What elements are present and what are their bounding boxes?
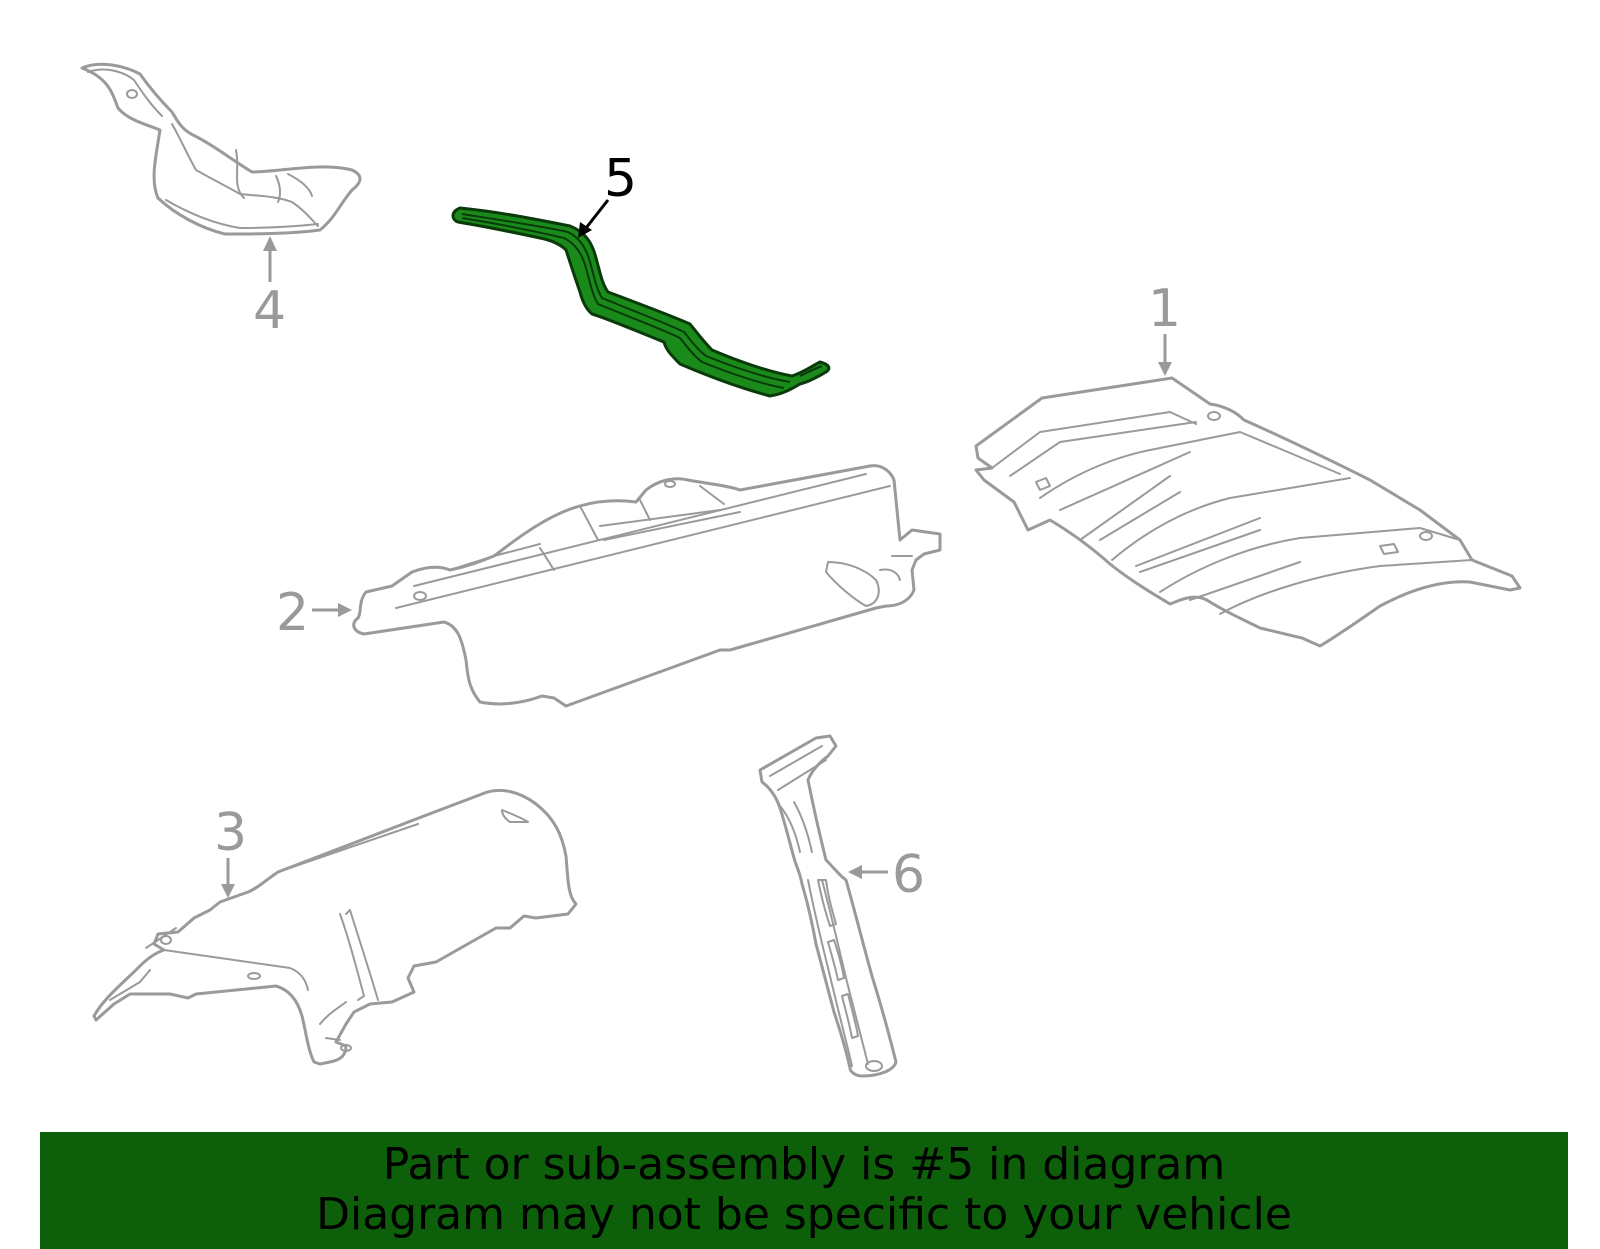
part-2-skid-plate xyxy=(352,464,942,708)
part-3-skid-plate xyxy=(92,788,578,1066)
part-4-heat-shield xyxy=(80,62,362,236)
part-5-outline xyxy=(451,206,831,398)
callout-3: 3 xyxy=(214,803,247,898)
callout-number-3: 3 xyxy=(214,803,247,863)
arrowhead-1 xyxy=(1158,362,1172,376)
callout-number-6: 6 xyxy=(892,845,925,905)
callout-number-2: 2 xyxy=(276,583,309,643)
callout-number-5: 5 xyxy=(604,149,637,209)
arrowhead-5 xyxy=(578,222,592,238)
banner-line-2: Diagram may not be specific to your vehi… xyxy=(316,1189,1292,1240)
callout-number-1: 1 xyxy=(1148,279,1181,339)
callout-6: 6 xyxy=(848,845,925,905)
info-banner: Part or sub-assembly is #5 in diagram Di… xyxy=(40,1132,1568,1249)
arrowhead-3 xyxy=(221,884,235,898)
callout-4: 4 xyxy=(253,236,286,341)
arrowhead-4 xyxy=(263,236,277,251)
callout-number-4: 4 xyxy=(253,281,286,341)
callout-1: 1 xyxy=(1148,279,1181,376)
leader-5 xyxy=(584,199,610,229)
callout-2: 2 xyxy=(276,583,352,643)
part-1-skid-plate xyxy=(974,376,1522,648)
banner-line-1: Part or sub-assembly is #5 in diagram xyxy=(382,1139,1226,1190)
callout-5: 5 xyxy=(578,149,637,238)
part-5-brace xyxy=(451,206,831,398)
arrowhead-6 xyxy=(848,865,862,879)
arrowhead-2 xyxy=(338,603,352,617)
part-6-bracket xyxy=(758,734,898,1078)
